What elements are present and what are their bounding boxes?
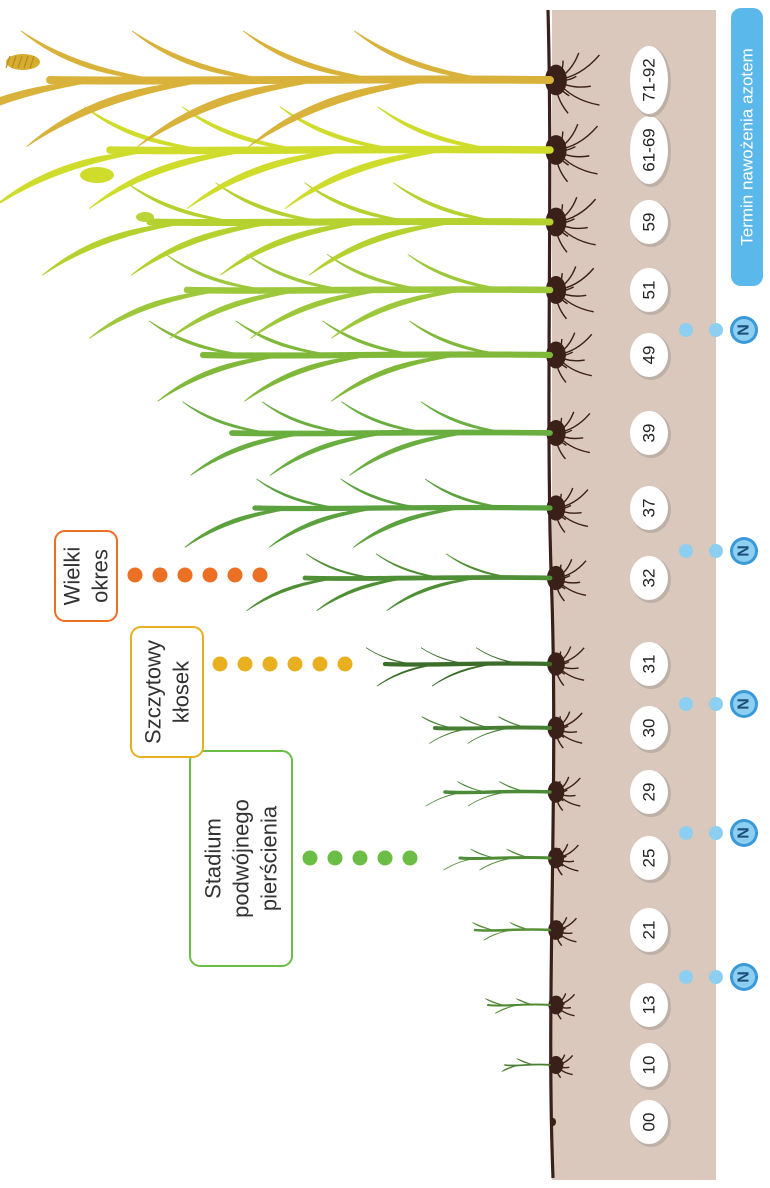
phase-dot <box>378 851 393 866</box>
plant-13 <box>486 999 551 1014</box>
stage-label: 32 <box>640 569 659 588</box>
phase-dot <box>338 657 353 672</box>
stage-label: 30 <box>640 719 659 738</box>
phase-dots-2 <box>213 657 353 672</box>
phase-dot <box>128 568 143 583</box>
stage-label: 13 <box>640 996 659 1015</box>
stage-label: 71-92 <box>640 58 659 101</box>
plant-49 <box>149 321 550 401</box>
plant-37 <box>185 479 550 547</box>
plant-31 <box>366 648 550 686</box>
stage-label: 21 <box>640 921 659 940</box>
phase-dot <box>178 568 193 583</box>
phase-dot <box>238 657 253 672</box>
phase-dot <box>403 851 418 866</box>
nitrogen-symbol: N <box>736 324 753 336</box>
legend-layer: Termin nawożenia azotem <box>731 8 763 286</box>
stage-label: 51 <box>640 281 659 300</box>
plant-25 <box>444 849 550 870</box>
roots-00 <box>550 1118 556 1126</box>
plant-39 <box>183 402 550 475</box>
phase-dot <box>313 657 328 672</box>
ear-59 <box>136 212 154 222</box>
nitrogen-symbol: N <box>736 698 753 710</box>
stage-label: 59 <box>640 213 659 232</box>
phase-label-line: okres <box>88 549 113 603</box>
stage-label: 00 <box>640 1113 659 1132</box>
stage-label: 37 <box>640 499 659 518</box>
plant-61-69 <box>0 107 550 209</box>
plant-29 <box>426 782 550 806</box>
phase-dots-1 <box>303 851 418 866</box>
phase-dot <box>253 568 268 583</box>
ear-61-69 <box>80 167 114 183</box>
phase-dot <box>288 657 303 672</box>
phase-dot <box>328 851 343 866</box>
phase-dot <box>153 568 168 583</box>
phase-dot <box>228 568 243 583</box>
phase-label-line: Stadium <box>201 818 226 899</box>
stage-label: 10 <box>640 1056 659 1075</box>
phase-dots-3 <box>128 568 268 583</box>
phase-dot <box>353 851 368 866</box>
legend-tag-text: Termin nawożenia azotem <box>738 48 757 245</box>
plant-10 <box>502 1059 550 1072</box>
nitrogen-symbol: N <box>736 971 753 983</box>
stage-label: 31 <box>640 655 659 674</box>
phase-label-line: podwójnego <box>229 799 254 918</box>
nitrogen-symbol: N <box>736 827 753 839</box>
stage-label: 61-69 <box>640 128 659 171</box>
phase-label-line: pierścienia <box>257 805 282 911</box>
phase-label-line: Wielki <box>60 547 85 606</box>
phase-dot <box>303 851 318 866</box>
phase-dot <box>213 657 228 672</box>
phase-dot <box>263 657 278 672</box>
stage-label: 49 <box>640 346 659 365</box>
stage-label: 39 <box>640 424 659 443</box>
plant-32 <box>247 554 550 611</box>
phase-label-line: Szczytowy <box>141 640 166 744</box>
phase-dot <box>203 568 218 583</box>
legend-tag: Termin nawożenia azotem <box>731 8 763 286</box>
stage-label: 29 <box>640 783 659 802</box>
nitrogen-symbol: N <box>736 545 753 557</box>
phase-label-line: kłosek <box>169 660 194 723</box>
ear-71-92 <box>6 54 40 70</box>
plant-71-92 <box>0 31 550 147</box>
plant-21 <box>473 923 550 940</box>
stage-label: 25 <box>640 849 659 868</box>
plant-30 <box>422 717 550 744</box>
plant-59 <box>42 183 550 275</box>
